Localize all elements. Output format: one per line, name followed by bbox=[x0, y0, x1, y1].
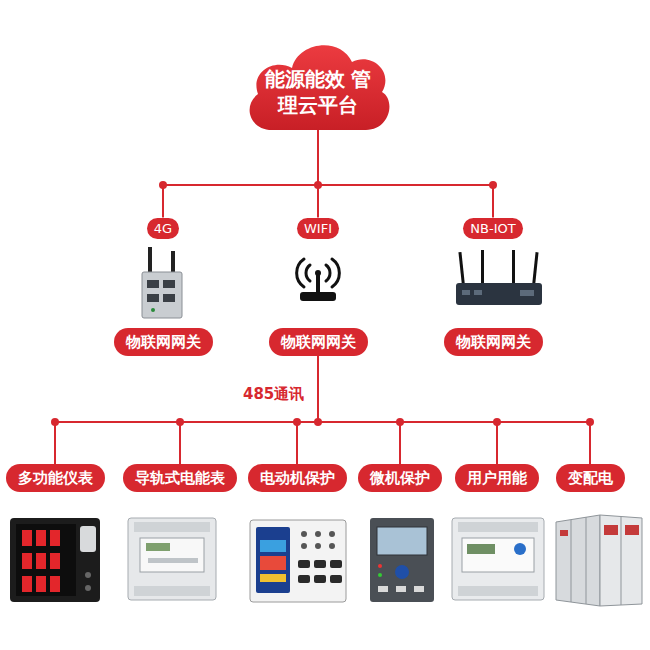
device-box: 电动机保护 bbox=[248, 464, 347, 492]
cloud-platform: 能源能效 管理云平台 bbox=[242, 36, 394, 134]
node-text: 多功能仪表 bbox=[18, 468, 93, 488]
device-box: 导轨式电能表 bbox=[123, 464, 237, 492]
nb-iot-router-icon bbox=[456, 250, 542, 305]
protocol-label: 485通讯 bbox=[241, 384, 306, 404]
node-text: 物联网网关 bbox=[126, 332, 201, 352]
gateway-box: 物联网网关 bbox=[269, 328, 368, 356]
cloud-outline bbox=[250, 45, 390, 130]
node-text: WIFI bbox=[304, 220, 332, 237]
node-text: 物联网网关 bbox=[456, 332, 531, 352]
device-box: 多功能仪表 bbox=[6, 464, 105, 492]
multifunction-meter-icon bbox=[10, 518, 100, 602]
gateway-box: 物联网网关 bbox=[444, 328, 543, 356]
node-text: NB-IOT bbox=[470, 220, 515, 237]
node-text: 用户用能 bbox=[467, 468, 527, 488]
device-box: 变配电 bbox=[556, 464, 625, 492]
bus-connector bbox=[318, 356, 400, 464]
switchgear-icon bbox=[556, 515, 642, 606]
platform-title: 能源能效 管理云平台 bbox=[262, 66, 374, 118]
bus-connector bbox=[55, 356, 318, 464]
wifi-router-icon bbox=[297, 259, 340, 301]
device-box: 微机保护 bbox=[358, 464, 442, 492]
node-text: 4G bbox=[154, 220, 172, 237]
bus-connector bbox=[180, 356, 318, 464]
industrial-gateway-icon bbox=[142, 247, 182, 318]
node-text: 导轨式电能表 bbox=[135, 468, 225, 488]
device-box: 用户用能 bbox=[455, 464, 539, 492]
bus-connector bbox=[318, 356, 590, 464]
bus-connector bbox=[318, 129, 493, 218]
microprocessor-protector-icon bbox=[370, 518, 434, 602]
bus-connector bbox=[163, 129, 318, 218]
network-tag: WIFI bbox=[297, 218, 339, 239]
bus-connector bbox=[318, 356, 497, 464]
gateway-box: 物联网网关 bbox=[114, 328, 213, 356]
junction-dots bbox=[51, 181, 594, 426]
network-tag: 4G bbox=[147, 218, 179, 239]
network-tag: NB-IOT bbox=[463, 218, 522, 239]
node-text: 微机保护 bbox=[370, 468, 430, 488]
node-text: 变配电 bbox=[568, 468, 613, 488]
motor-protector-icon bbox=[250, 520, 346, 602]
rail-meter-icon bbox=[128, 518, 216, 600]
user-energy-meter-icon bbox=[452, 518, 544, 600]
node-text: 物联网网关 bbox=[281, 332, 356, 352]
node-text: 电动机保护 bbox=[260, 468, 335, 488]
bus-connector bbox=[297, 356, 318, 464]
